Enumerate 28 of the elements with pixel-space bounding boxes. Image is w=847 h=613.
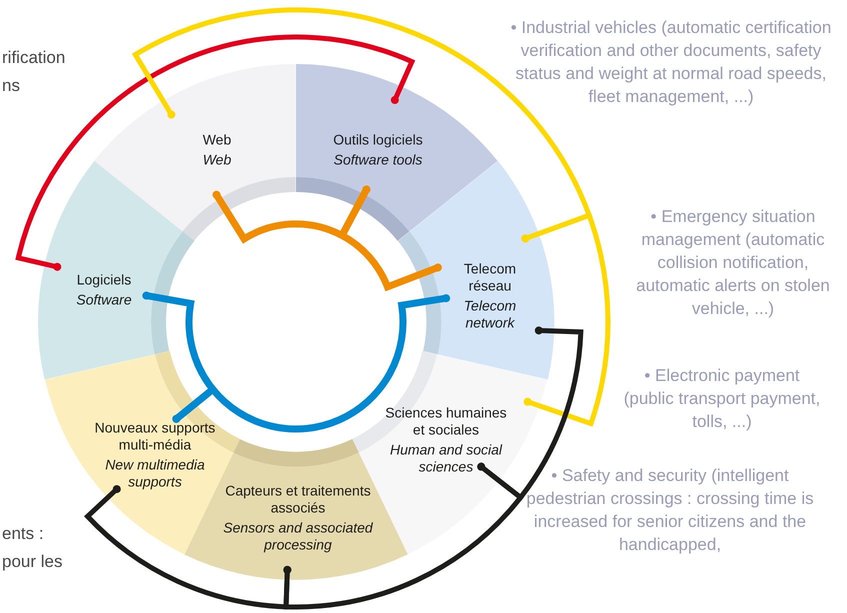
bullet-paragraph: • Electronic payment (public transport payment, tolls, ...) [622, 365, 822, 433]
segment-subtitle: Sensors and associated processing [222, 519, 374, 554]
text-fragment: ns [2, 75, 21, 97]
bracket-connector [283, 462, 524, 610]
segment-title: Sciences humaines et sociales [384, 404, 508, 438]
segment-title: Nouveaux supports multi-média [94, 419, 216, 454]
segment-subtitle: New multimedia supports [104, 456, 206, 490]
bracket-connector [16, 34, 414, 271]
segment-subtitle: Software [75, 291, 133, 308]
text-fragment: ents : [2, 523, 45, 545]
bracket-connector [521, 212, 610, 426]
segment-title: Logiciels [76, 271, 132, 288]
segment-title: Capteurs et traitements associés [224, 482, 372, 516]
segment-title: Outils logiciels [332, 132, 424, 148]
segment-title: Web [202, 132, 232, 148]
segment-subtitle: Telecom network [462, 297, 518, 332]
arc-connector [172, 294, 450, 432]
segment-subtitle: Software tools [332, 152, 424, 168]
bullet-paragraph: • Safety and security (intelligent pedestrian crossings : crossing time is increased for senior citizens and the handicapped, [525, 465, 815, 556]
text-fragment: pour les [2, 551, 64, 573]
text-fragment: rification [2, 47, 66, 69]
segment-title: Telecom réseau [462, 260, 518, 294]
arc-connector [338, 186, 442, 290]
bracket-connector [85, 485, 292, 610]
bullet-paragraph: • Industrial vehicles (automatic certification verification and other documents, safety status and weight at normal road speeds, fleet management, ...) [510, 17, 832, 108]
bullet-paragraph: • Emergency situation management (automatic collision notification, automatic alerts on stolen vehicle, ...) [635, 206, 831, 320]
segment-subtitle: Web [202, 152, 232, 168]
segment-subtitle: Human and social sciences [388, 441, 504, 476]
